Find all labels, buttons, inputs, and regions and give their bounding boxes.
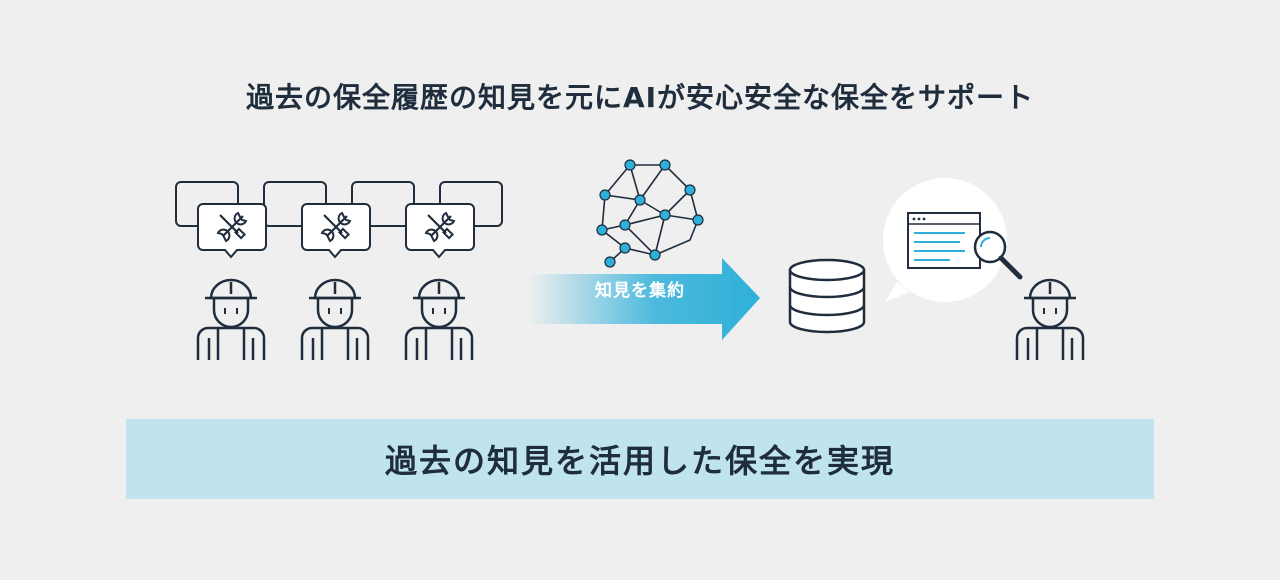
worker-icon [196, 278, 266, 362]
tool-bubble-1 [197, 203, 267, 259]
aggregation-arrow [528, 258, 760, 340]
result-banner: 過去の知見を活用した保全を実現 [126, 419, 1154, 499]
worker-icon [1015, 278, 1085, 362]
database-icon [788, 258, 866, 334]
neural-network-brain-icon [601, 164, 699, 263]
magnifier-document-icon [907, 212, 1023, 280]
arrow-label: 知見を集約 [595, 281, 685, 301]
page-title: 過去の保全履歴の知見を元にAIが安心安全な保全をサポート [245, 81, 1035, 114]
worker-icon [404, 278, 474, 362]
neural-network-nodes [596, 159, 704, 268]
banner-text: 過去の知見を活用した保全を実現 [384, 442, 895, 480]
worker-icon [300, 278, 370, 362]
tool-bubble-2 [301, 203, 371, 259]
tool-bubble-3 [405, 203, 475, 259]
